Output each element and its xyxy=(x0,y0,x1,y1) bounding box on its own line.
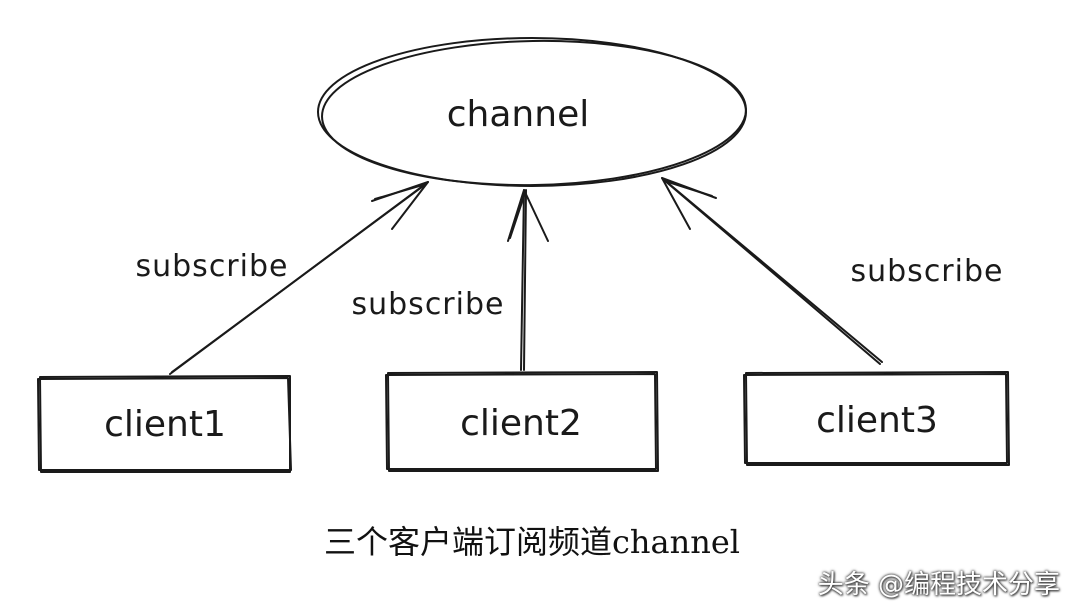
client1-label: client1 xyxy=(104,404,226,445)
edge-label-1: subscribe xyxy=(136,249,289,284)
watermark: 头条 @编程技术分享 xyxy=(817,570,1060,600)
subscribe-arrow-2 xyxy=(507,189,549,371)
subscribe-arrow-3 xyxy=(661,177,883,365)
client1-node: client1 xyxy=(37,375,292,473)
edge-label-2: subscribe xyxy=(352,287,505,322)
client2-node: client2 xyxy=(385,371,659,472)
diagram-caption: 三个客户端订阅频道channel xyxy=(324,523,740,561)
channel-label: channel xyxy=(447,94,589,135)
client3-node: client3 xyxy=(743,371,1010,466)
channel-node: channel xyxy=(317,37,747,187)
subscribe-arrow-1 xyxy=(169,181,429,375)
client3-label: client3 xyxy=(816,400,938,441)
client2-label: client2 xyxy=(460,403,582,444)
edge-label-3: subscribe xyxy=(851,254,1004,289)
